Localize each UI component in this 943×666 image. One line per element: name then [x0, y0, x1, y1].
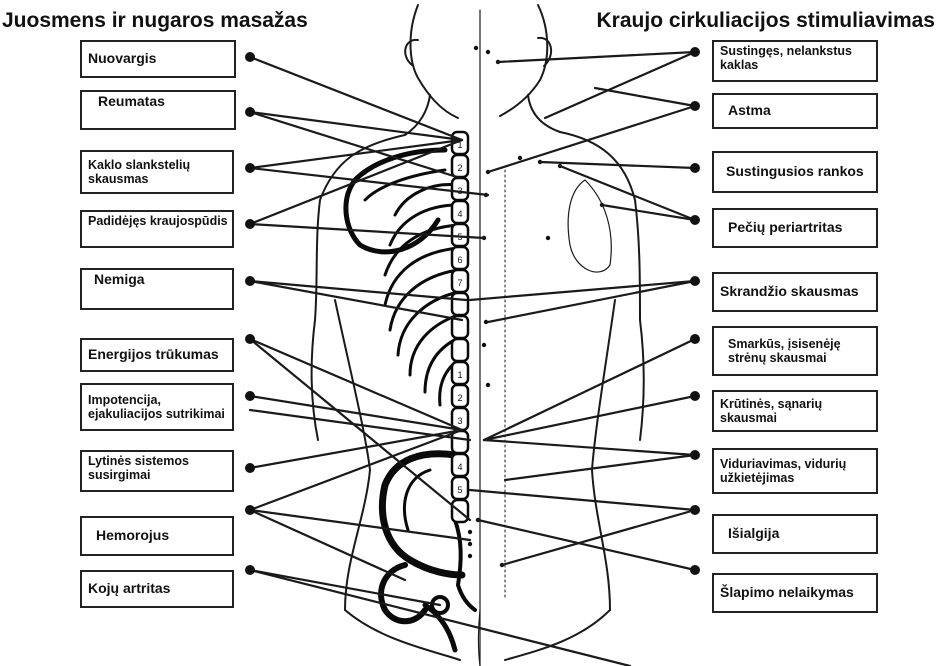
connector-dot [690, 163, 700, 173]
label-kaklo-slanksteliu-skausmas: Kaklo slankstelių skausmas [80, 150, 234, 194]
connector-line [488, 281, 695, 322]
connector-line [250, 112, 462, 140]
title-right: Kraujo cirkuliacijos stimuliavimas [597, 10, 935, 31]
label-hemorojus: Hemorojus [80, 516, 234, 556]
connector-line [250, 168, 488, 195]
connector-line [498, 52, 695, 62]
connector-dot [245, 565, 255, 575]
connector-dot [245, 52, 255, 62]
label-lytines-sistemos-susirgimai: Lytinės sistemos susirgimai [80, 450, 234, 492]
connector-dot [690, 101, 700, 111]
connector-dot [690, 565, 700, 575]
connector-line [250, 224, 484, 238]
label-slapimo-nelaikymas: Šlapimo nelaikymas [712, 573, 878, 613]
connector-line [250, 430, 462, 510]
connector-line [250, 339, 470, 520]
connector-dot [245, 505, 255, 515]
connector-dot [245, 276, 255, 286]
connector-dot [690, 47, 700, 57]
connector-dot [245, 463, 255, 473]
label-nuovargis: Nuovargis [80, 40, 236, 78]
title-left: Juosmens ir nugaros masažas [2, 10, 308, 31]
connector-line [250, 339, 462, 430]
label-sustinges-kaklas: Sustingęs, nelankstus kaklas [712, 40, 878, 82]
connector-dot [245, 107, 255, 117]
connector-line [250, 281, 462, 320]
label-astma: Astma [712, 93, 878, 129]
connector-line [560, 166, 695, 220]
label-skrandzio-skausmas: Skrandžio skausmas [712, 272, 878, 312]
connector-line [250, 140, 462, 224]
connector-dot [690, 505, 700, 515]
connector-line [250, 570, 440, 605]
connector-line [470, 490, 695, 510]
label-krutines-sanariu-skausmai: Krūtinės, sąnarių skausmai [712, 390, 878, 432]
connector-line [602, 205, 695, 220]
label-sustingusios-rankos: Sustingusios rankos [712, 151, 878, 193]
label-isialgija: Išialgija [712, 514, 878, 554]
connector-line [545, 52, 695, 118]
connector-line [250, 430, 462, 468]
connector-dot [690, 276, 700, 286]
connector-dot [690, 334, 700, 344]
connector-line [250, 281, 466, 300]
connector-dot [690, 215, 700, 225]
connector-dot [690, 450, 700, 460]
label-nemiga: Nemiga [80, 268, 234, 310]
connector-line [250, 570, 630, 666]
connector-line [488, 106, 695, 172]
connector-line [484, 339, 695, 440]
connector-line [470, 281, 695, 300]
connector-dot [245, 391, 255, 401]
label-viduriavimas: Viduriavimas, vidurių užkietėjimas [712, 448, 878, 494]
label-impotencija: Impotencija, ejakuliacijos sutrikimai [80, 383, 234, 431]
label-energijos-trukumas: Energijos trūkumas [80, 338, 234, 372]
connector-line [250, 57, 462, 140]
connector-line [484, 440, 695, 455]
connector-dot [690, 391, 700, 401]
connector-dot [245, 163, 255, 173]
label-koju-artritas: Kojų artritas [80, 570, 234, 608]
connector-dot [245, 219, 255, 229]
label-peciu-periartritas: Pečių periartritas [712, 208, 878, 248]
connector-line [484, 396, 695, 440]
label-smarkus-streny-skausmai: Smarkūs, įsisenėję strėnų skausmai [712, 326, 878, 376]
connector-line [595, 88, 695, 106]
connector-line [502, 510, 695, 565]
label-reumatas: Reumatas [80, 90, 236, 130]
label-padidejes-kraujospudis: Padidėjęs kraujospūdis [80, 210, 234, 248]
connector-line [505, 455, 695, 480]
connector-dot [245, 334, 255, 344]
